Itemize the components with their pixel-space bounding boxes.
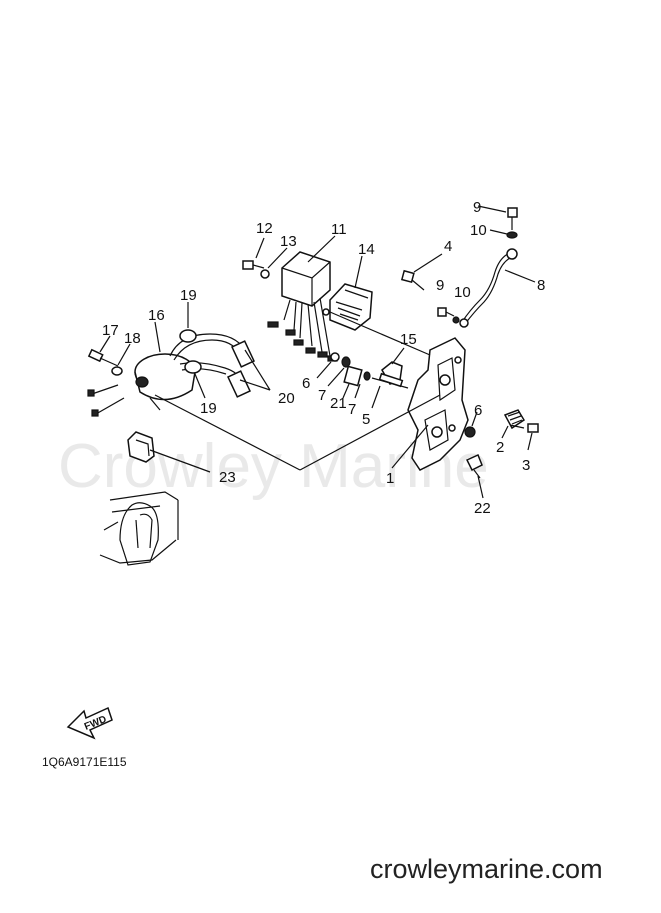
callout-12: 12 xyxy=(256,220,273,237)
callout-15: 15 xyxy=(400,331,417,348)
callout-19a: 19 xyxy=(180,287,197,304)
callout-10b: 10 xyxy=(454,284,471,301)
engine-mount xyxy=(99,491,179,566)
bracket xyxy=(407,337,469,471)
callout-7b: 7 xyxy=(348,401,356,418)
callout-7a: 7 xyxy=(318,387,326,404)
callout-19b: 19 xyxy=(200,400,217,417)
fwd-arrow-icon: FWD xyxy=(66,706,113,740)
callout-3: 3 xyxy=(522,457,530,474)
bolt-17 xyxy=(87,348,123,376)
hardware-right xyxy=(464,409,539,438)
callout-22: 22 xyxy=(474,500,491,517)
callout-21: 21 xyxy=(330,395,347,412)
site-url: crowleymarine.com xyxy=(370,854,603,884)
callout-9b: 9 xyxy=(436,277,444,294)
callout-labels: 1 2 3 4 5 6 6 7 7 8 9 9 10 10 11 12 13 1… xyxy=(102,199,545,517)
spark-plug-cords xyxy=(169,329,255,398)
callout-9a: 9 xyxy=(473,199,481,216)
bolt-22 xyxy=(465,453,483,479)
bolt-9-mid xyxy=(437,307,460,324)
diagram-code: 1Q6A9171E115 xyxy=(42,755,127,769)
callout-17: 17 xyxy=(102,322,119,339)
bolt-12 xyxy=(242,260,270,279)
ignition-coil xyxy=(87,353,196,417)
callout-13: 13 xyxy=(280,233,297,250)
leader-lines xyxy=(99,205,536,499)
callout-14: 14 xyxy=(358,241,375,258)
cdi-unit xyxy=(267,251,338,362)
callout-1: 1 xyxy=(386,470,394,487)
callout-5: 5 xyxy=(362,411,370,428)
callout-23: 23 xyxy=(219,469,236,486)
callout-2: 2 xyxy=(496,439,504,456)
callout-4: 4 xyxy=(444,238,452,255)
grommet xyxy=(127,431,155,463)
callout-8: 8 xyxy=(537,277,545,294)
callout-11: 11 xyxy=(331,221,347,238)
callout-6b: 6 xyxy=(474,402,482,419)
callout-18: 18 xyxy=(124,330,141,347)
callout-10a: 10 xyxy=(470,222,487,239)
rectifier xyxy=(322,283,373,331)
hardware-center xyxy=(330,352,409,389)
ground-lead xyxy=(459,248,518,328)
bolt-4 xyxy=(400,269,425,291)
callout-20: 20 xyxy=(278,390,295,407)
callout-16: 16 xyxy=(148,307,165,324)
fwd-label: FWD xyxy=(83,714,108,733)
bolt-9-top xyxy=(506,207,518,239)
callout-6a: 6 xyxy=(302,375,310,392)
